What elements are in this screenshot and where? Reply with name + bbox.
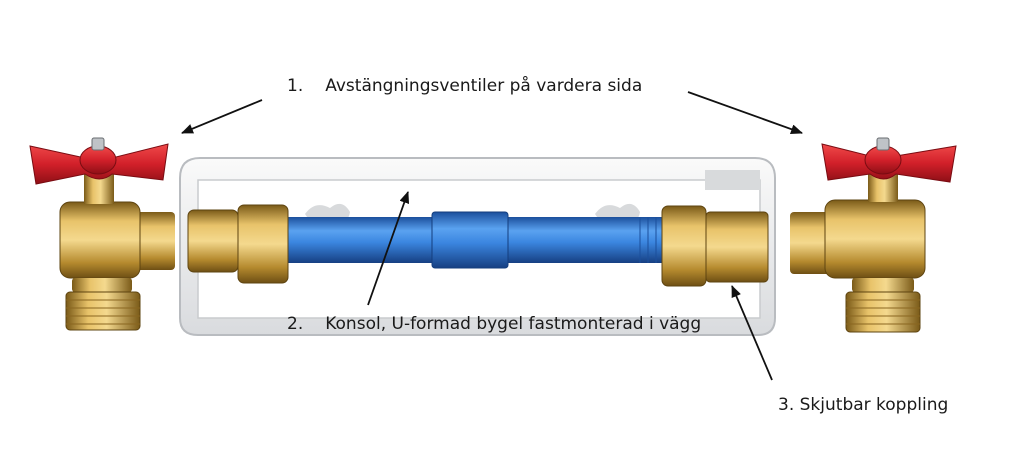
label-number: 3. (778, 395, 795, 415)
label-shutoff-valves: 1. Avstängningsventiler på vardera sida (287, 76, 642, 96)
arrow-left-valve (181, 99, 263, 134)
pointer-arrows (181, 91, 803, 381)
left-nut (187, 204, 289, 284)
arrow-bracket (367, 191, 410, 306)
label-text: Avstängningsventiler på vardera sida (325, 76, 643, 96)
label-sliding-coupling: 3. Skjutbar koppling (778, 395, 948, 415)
label-number: 2. (287, 314, 304, 334)
label-bracket: 2. Konsol, U-formad bygel fastmonterad i … (287, 314, 701, 334)
arrow-coupling (731, 285, 773, 381)
label-number: 1. (287, 76, 304, 96)
sliding-coupling (661, 205, 769, 287)
label-text: Konsol, U-formad bygel fastmonterad i vä… (325, 314, 702, 334)
label-text: Skjutbar koppling (799, 395, 949, 415)
arrow-right-valve (687, 91, 803, 134)
right-valve (790, 137, 957, 333)
blue-pipe (270, 211, 670, 269)
left-valve (29, 137, 175, 331)
